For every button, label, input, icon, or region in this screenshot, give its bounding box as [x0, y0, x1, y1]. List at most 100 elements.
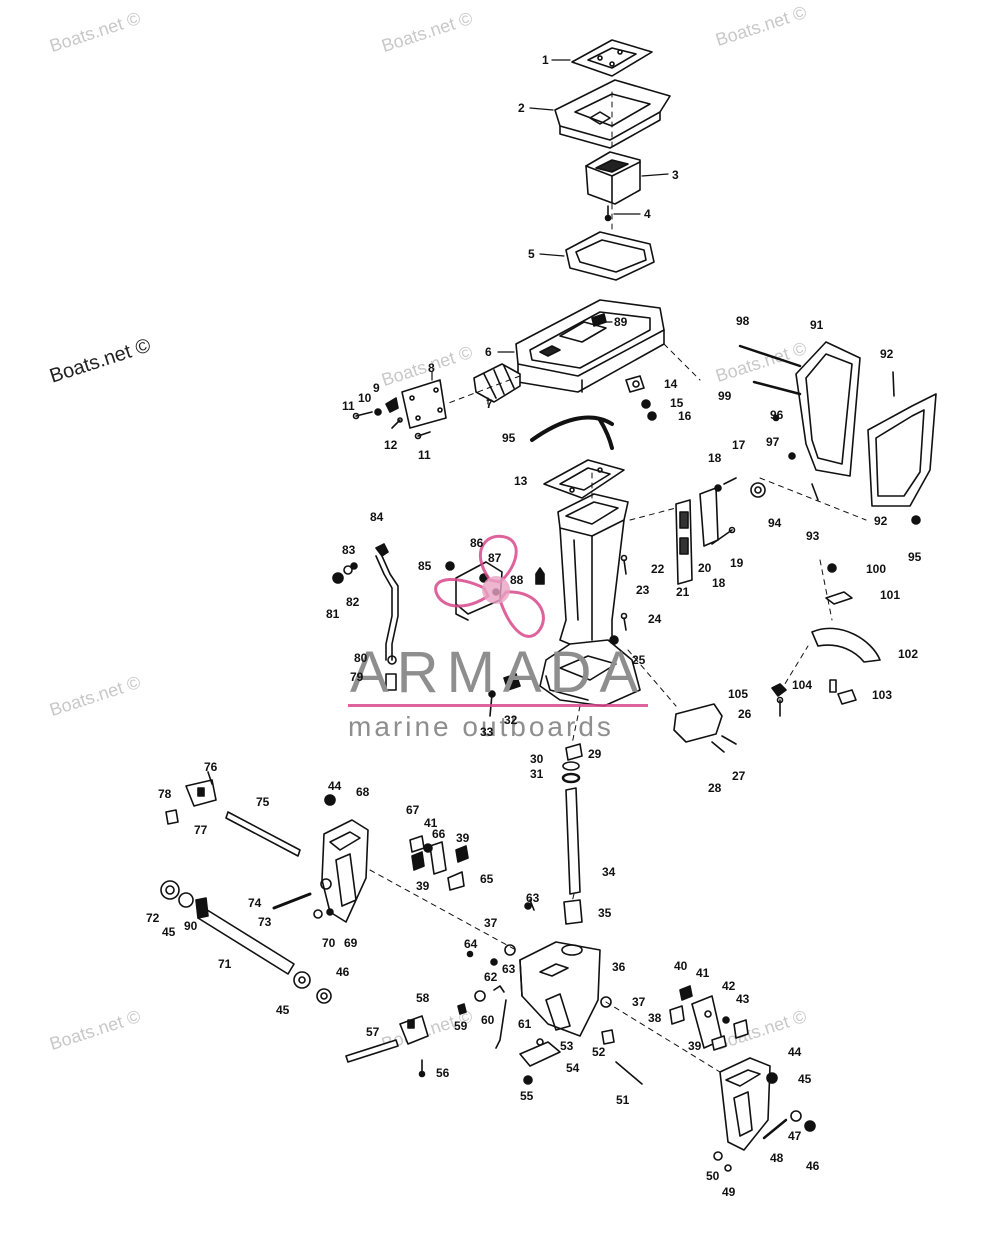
part-label: 14: [664, 377, 678, 391]
part-99-105-hardware: [771, 563, 881, 717]
part-label: 9: [373, 381, 380, 395]
part-label: 15: [670, 396, 684, 410]
propeller-logo-icon: [434, 534, 545, 638]
part-37-washers: [504, 944, 612, 1008]
part-label: 43: [736, 992, 750, 1006]
part-label: 48: [770, 1151, 784, 1165]
part-label: 90: [184, 919, 198, 933]
part-83-tube: [375, 543, 399, 691]
part-label: 68: [356, 785, 370, 799]
part-label: 47: [788, 1129, 802, 1143]
part-26-28-clamp: [673, 703, 737, 753]
part-label: 95: [502, 431, 516, 445]
part-label: 62: [484, 970, 498, 984]
part-91-cowl-rear: [811, 371, 937, 525]
part-label: 91: [810, 318, 824, 332]
part-label: 59: [454, 1019, 468, 1033]
part-label: 27: [732, 769, 746, 783]
part-label: 32: [504, 713, 518, 727]
part-label: 93: [806, 529, 820, 543]
part-label: 34: [602, 865, 616, 879]
part-67-clamp-bracket-left: [313, 794, 369, 923]
part-label: 44: [788, 1045, 802, 1059]
part-22-25-screws: [609, 554, 628, 645]
part-9-10-fasteners: [352, 397, 431, 440]
part-label: 19: [730, 556, 744, 570]
part-label: 65: [480, 872, 494, 886]
part-label: 37: [632, 995, 646, 1009]
part-label: 77: [194, 823, 208, 837]
part-63-pin: [529, 899, 535, 911]
part-label: 63: [502, 962, 516, 976]
part-72-73-bolt: [272, 892, 312, 910]
part-1-plate: [551, 39, 653, 77]
part-4-screw: [604, 205, 641, 222]
part-17-21-brackets: [675, 477, 737, 585]
part-label: 24: [648, 612, 662, 626]
part-label: 97: [766, 435, 780, 449]
part-label: 85: [418, 559, 432, 573]
part-label: 13: [514, 474, 528, 488]
part-label: 87: [488, 551, 502, 565]
part-70-tilt-tube: [160, 880, 332, 1004]
part-75-77-handle: [165, 771, 217, 825]
part-label: 61: [518, 1017, 532, 1031]
assembly-centerlines: [369, 91, 867, 1073]
part-label: 41: [424, 816, 438, 830]
part-label: 2: [518, 101, 525, 115]
part-label: 20: [698, 561, 712, 575]
part-label: 10: [358, 391, 372, 405]
part-43-clamp-bracket-right: [713, 1057, 816, 1172]
part-label: 11: [418, 448, 431, 462]
part-label: 4: [644, 207, 651, 221]
part-80-82-fasteners: [332, 562, 358, 584]
part-label: 100: [866, 562, 887, 576]
part-label: 64: [464, 937, 478, 951]
part-label: 66: [432, 827, 446, 841]
part-label: 95: [908, 550, 922, 564]
part-label: 18: [708, 451, 722, 465]
part-label: 63: [526, 891, 540, 905]
part-29-31-bushings: [561, 743, 583, 784]
part-label: 101: [880, 588, 901, 602]
part-label: 3: [672, 168, 679, 182]
part-label: 58: [416, 991, 430, 1005]
part-label: 84: [370, 510, 384, 524]
part-label: 73: [258, 915, 272, 929]
part-label: 78: [158, 787, 172, 801]
part-label: 46: [806, 1159, 820, 1173]
part-5-seal: [539, 231, 655, 281]
part-label: 89: [614, 315, 628, 329]
part-label: 79: [350, 670, 364, 684]
part-52-54-lock: [519, 1038, 561, 1085]
part-label: 56: [436, 1066, 450, 1080]
part-34-shaft: [565, 787, 581, 895]
part-3-housing: [585, 151, 669, 205]
part-23-driveshaft-housing: [539, 493, 641, 707]
part-label: 83: [342, 543, 356, 557]
part-2-adapter: [529, 79, 671, 149]
part-label: 99: [718, 389, 732, 403]
part-13-gasket: [543, 459, 625, 499]
part-label: 74: [248, 896, 262, 910]
part-7-mount: [473, 363, 521, 405]
part-label: 41: [696, 966, 710, 980]
part-label: 96: [770, 408, 784, 422]
part-label: 50: [706, 1169, 720, 1183]
part-label: 70: [322, 936, 336, 950]
part-93-grommet: [750, 482, 766, 498]
part-label: 35: [598, 906, 612, 920]
part-label: 29: [588, 747, 602, 761]
part-label: 72: [146, 911, 160, 925]
part-label: 55: [520, 1089, 534, 1103]
part-74-rod: [225, 811, 301, 857]
part-label: 82: [346, 595, 360, 609]
part-55-62-lever: [345, 902, 532, 1078]
part-64-66-left: [409, 835, 469, 891]
part-label: 16: [678, 409, 692, 423]
part-label: 8: [428, 361, 435, 375]
part-label: 39: [688, 1039, 702, 1053]
part-50-51-pins: [601, 1029, 643, 1085]
part-label: 80: [354, 651, 368, 665]
part-label: 45: [798, 1072, 812, 1086]
